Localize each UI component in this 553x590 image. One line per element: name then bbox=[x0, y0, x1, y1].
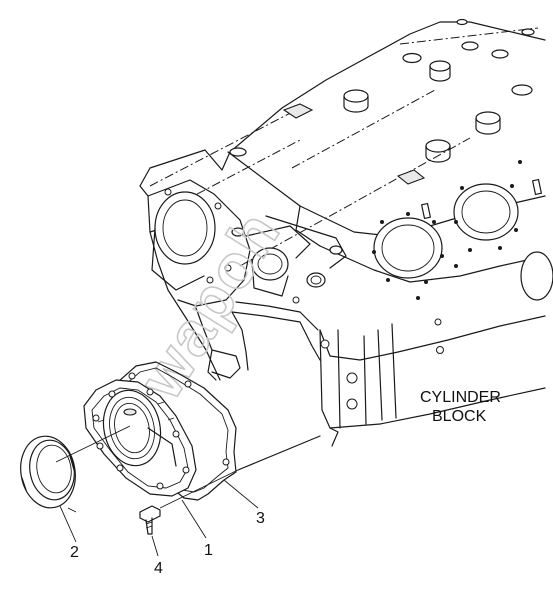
part-number-4: 4 bbox=[154, 560, 163, 577]
part-number-3: 3 bbox=[256, 510, 265, 527]
cylinder-block-label-line1: CYLINDER bbox=[420, 389, 501, 406]
part-4-bolt bbox=[139, 505, 161, 535]
part-number-1: 1 bbox=[204, 542, 213, 559]
cylinder-block bbox=[139, 18, 553, 471]
part-1-seal-housing bbox=[83, 379, 197, 497]
leader-lines bbox=[55, 425, 259, 557]
cylinder-block-label-line2: BLOCK bbox=[432, 408, 487, 425]
part-2-oil-seal bbox=[20, 435, 76, 509]
part-number-2: 2 bbox=[70, 544, 79, 561]
